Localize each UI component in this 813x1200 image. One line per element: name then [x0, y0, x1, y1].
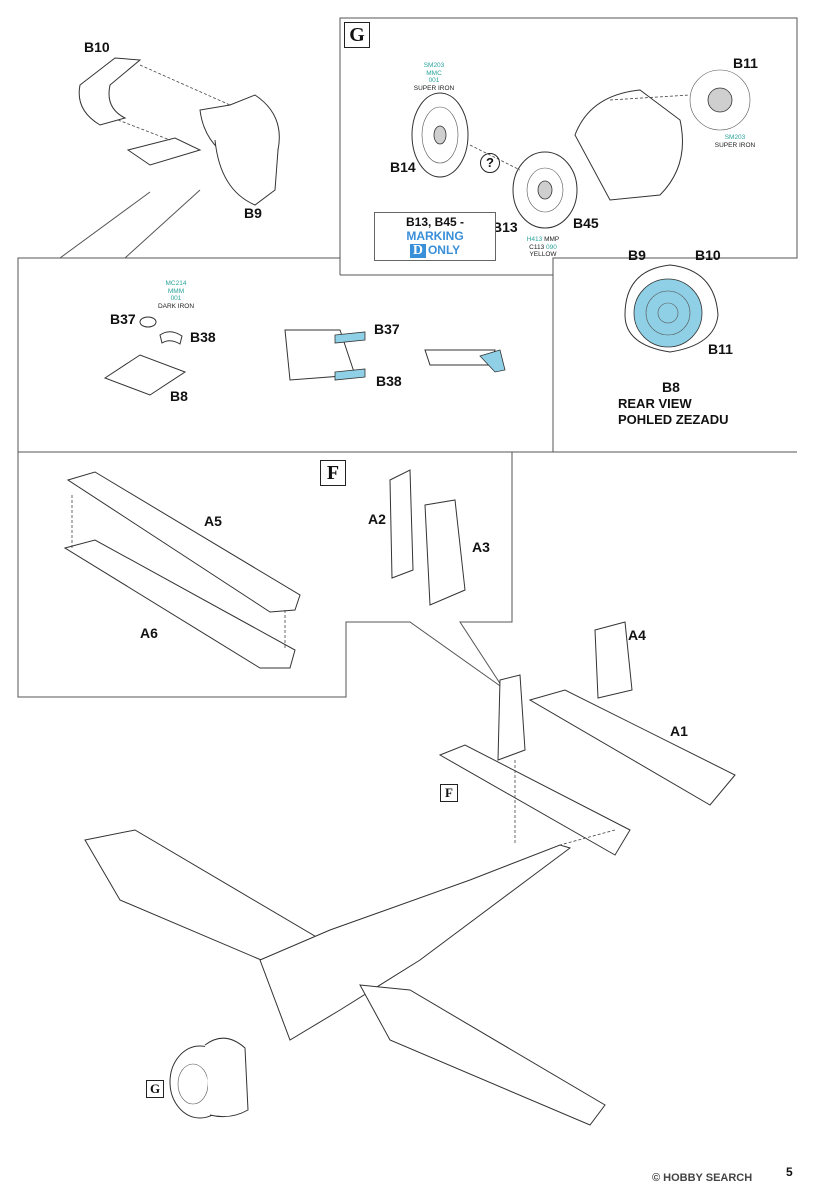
label-b9: B9 — [244, 205, 262, 221]
paint-name: YELLOW — [529, 251, 557, 258]
label-b14: B14 — [390, 159, 416, 175]
paint-code: 090 — [546, 243, 557, 251]
paint-code: 001 — [428, 77, 440, 84]
rear-label-b10: B10 — [695, 247, 721, 263]
step-g-marker: G — [344, 22, 370, 48]
step-g-ref-marker: G — [146, 1080, 164, 1098]
paint-code: SM203 — [423, 62, 445, 69]
page-number: 5 — [786, 1165, 793, 1179]
label-b13: B13 — [492, 219, 518, 235]
rear-view-title: REAR VIEW POHLED ZEZADU — [618, 396, 729, 428]
paint-super-iron-2: SM203 SUPER IRON — [712, 134, 758, 149]
paint-code: C113 — [529, 243, 545, 251]
fuselage-assembly — [84, 621, 736, 1126]
cowling-b10-b9 — [78, 57, 280, 206]
label-a1: A1 — [670, 723, 688, 739]
paint-yellow: H413 MMP C113 090 YELLOW — [522, 236, 564, 259]
paint-super-iron-1: SM203 MMC 001 SUPER IRON — [412, 62, 456, 92]
paint-code: 001 — [170, 295, 182, 302]
label-a3: A3 — [472, 539, 490, 555]
panel-frames — [17, 17, 798, 698]
paint-code: MMM — [167, 287, 185, 295]
paint-dark-iron: MC214 MMM 001 DARK IRON — [156, 280, 196, 310]
label-b10: B10 — [84, 39, 110, 55]
rear-label-b11: B11 — [708, 341, 733, 357]
question-mark-icon: ? — [480, 153, 500, 173]
rear-view-drawing — [624, 264, 719, 353]
label-a4: A4 — [628, 627, 646, 643]
step-g-engine-parts — [411, 69, 751, 229]
label-b37-right: B37 — [374, 321, 400, 337]
label-a5: A5 — [204, 513, 222, 529]
watermark: © HOBBY SEARCH — [652, 1172, 753, 1184]
marking-note-only: ONLY — [427, 243, 461, 257]
label-b38-right: B38 — [376, 373, 402, 389]
paint-name: SUPER IRON — [714, 141, 756, 149]
step-f-marker: F — [320, 460, 346, 486]
step-f-tail-parts — [63, 469, 466, 669]
label-b37-left: B37 — [110, 311, 136, 327]
label-b8: B8 — [170, 388, 188, 404]
label-b38-left: B38 — [190, 329, 216, 345]
paint-code: MC214 — [165, 280, 187, 287]
marking-letter: D — [409, 244, 426, 258]
rear-label-b8: B8 — [662, 379, 680, 395]
label-a2: A2 — [368, 511, 386, 527]
label-b11: B11 — [733, 55, 758, 71]
label-a6: A6 — [140, 625, 158, 641]
cockpit-floor-parts — [103, 316, 506, 396]
marking-note-word: MARKING — [406, 229, 464, 243]
label-b45: B45 — [573, 215, 599, 231]
rear-view-line1: REAR VIEW — [618, 396, 692, 411]
step-f-ref-marker: F — [440, 784, 458, 802]
paint-name: DARK IRON — [157, 302, 195, 310]
paint-code: SM203 — [724, 134, 746, 141]
paint-code: MMP — [544, 236, 560, 243]
paint-code: H413 — [526, 236, 543, 243]
paint-code: MMC — [426, 69, 442, 77]
paint-name: SUPER IRON — [413, 84, 455, 92]
marking-note-parts: B13, B45 - — [405, 215, 465, 229]
rear-view-line2: POHLED ZEZADU — [618, 412, 729, 427]
rear-label-b9: B9 — [628, 247, 646, 263]
